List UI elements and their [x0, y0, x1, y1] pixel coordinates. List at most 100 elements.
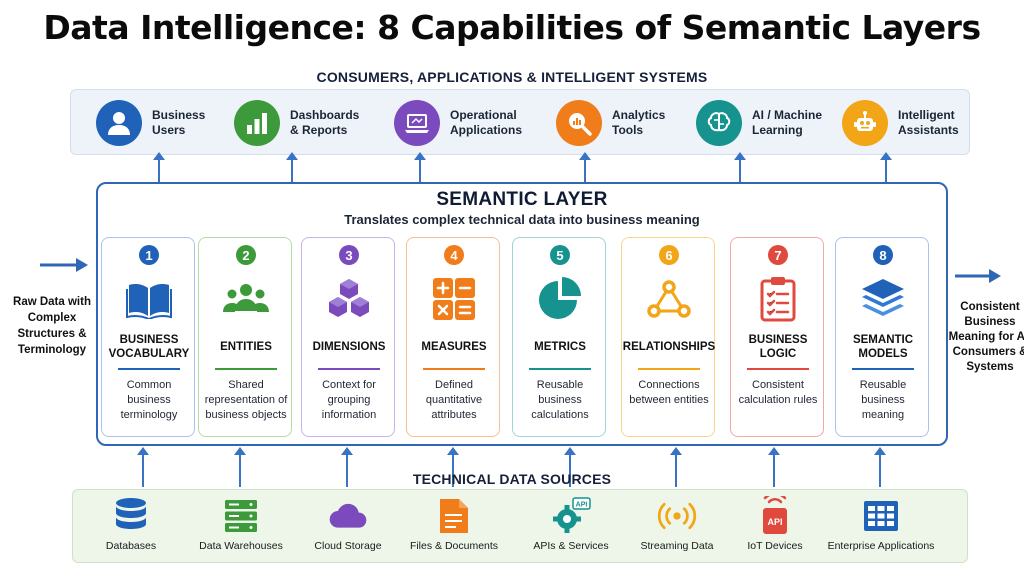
consumers-panel: [70, 89, 970, 155]
laptop-icon: [394, 100, 440, 146]
sources-heading: TECHNICAL DATA SOURCES: [412, 471, 612, 487]
consumer-ai-ml: AI / Machine Learning: [696, 97, 832, 149]
source-label: Streaming Data: [640, 540, 714, 552]
bar-chart-icon: [234, 100, 280, 146]
capability-description: Connections between entities: [629, 379, 709, 406]
iot-device-icon: API: [755, 496, 795, 536]
capability-description: Reusable business meaning: [859, 379, 907, 421]
arrow-up: [879, 152, 893, 182]
arrow-up: [285, 152, 299, 182]
capability-name: SEMANTIC MODELS: [852, 334, 914, 360]
source-label: APIs & Services: [533, 540, 609, 552]
capability-entities: 2 ENTITIES Shared representation of busi…: [198, 237, 292, 437]
arrow-up: [136, 447, 150, 487]
capability-name: BUSINESS VOCABULARY: [108, 334, 190, 360]
signal-icon: [657, 496, 697, 536]
source-label: Databases: [105, 540, 157, 552]
capability-dimensions: 3 DIMENSIONS Context for grouping inform…: [301, 237, 395, 437]
pie-chart-icon: [535, 274, 585, 324]
open-book-icon: [124, 274, 174, 324]
cloud-icon: [328, 496, 368, 536]
user-icon: [96, 100, 142, 146]
consumer-analytics-tools: Analytics Tools: [556, 97, 692, 149]
database-icon: [111, 496, 151, 536]
consumer-operational-apps: Operational Applications: [394, 97, 530, 149]
arrow-up: [233, 447, 247, 487]
capability-semantic-models: 8 SEMANTIC MODELS Reusable business mean…: [835, 237, 929, 437]
capability-number: 2: [236, 245, 256, 265]
source-label: Files & Documents: [409, 540, 499, 552]
arrow-up: [767, 447, 781, 487]
source-streaming-data: Streaming Data: [622, 496, 732, 552]
layers-icon: [858, 274, 908, 324]
arrow-up: [873, 447, 887, 487]
people-group-icon: [221, 274, 271, 324]
arrow-up: [578, 152, 592, 182]
divider: [747, 368, 809, 370]
source-databases: Databases: [76, 496, 186, 552]
capability-relationships: 6 RELATIONSHIPS Connections between enti…: [621, 237, 715, 437]
capability-name: METRICS: [534, 341, 586, 353]
calculator-icon: [429, 274, 479, 324]
grid-app-icon: [861, 496, 901, 536]
source-cloud-storage: Cloud Storage: [293, 496, 403, 552]
output-label: Consistent Business Meaning for All Cons…: [948, 301, 1024, 373]
capability-name: MEASURES: [421, 341, 487, 353]
source-label: IoT Devices: [747, 540, 803, 552]
consumer-label: Operational Applications: [450, 108, 523, 137]
capability-description: Reusable business calculations: [531, 379, 589, 421]
arrow-up: [669, 447, 683, 487]
capability-measures: 4 MEASURES Defined quantitative attribut…: [406, 237, 500, 437]
capability-number: 5: [550, 245, 570, 265]
iot-badge: API: [767, 517, 782, 527]
consumer-label: Business Users: [152, 108, 206, 137]
robot-icon: [842, 100, 888, 146]
capability-number: 3: [339, 245, 359, 265]
consumer-label: Analytics Tools: [612, 108, 666, 137]
consumer-intelligent-assistants: Intelligent Assistants: [842, 97, 978, 149]
clipboard-icon: [753, 274, 803, 324]
capability-business-logic: 7 BUSINESS LOGIC Consistent calculation …: [730, 237, 824, 437]
document-icon: [434, 496, 474, 536]
source-iot-devices: API IoT Devices: [720, 496, 830, 552]
source-apis-services: API APIs & Services: [516, 496, 626, 552]
network-icon: [644, 274, 694, 324]
capability-description: Common business terminology: [120, 379, 178, 421]
arrow-up: [563, 447, 577, 487]
source-files-documents: Files & Documents: [399, 496, 509, 552]
capability-metrics: 5 METRICS Reusable business calculations: [512, 237, 606, 437]
page-title: Data Intelligence: 8 Capabilities of Sem…: [43, 8, 981, 47]
arrow-up: [413, 152, 427, 182]
input-arrow: [40, 258, 88, 272]
capability-number: 1: [139, 245, 159, 265]
capability-description: Context for grouping information: [321, 379, 377, 421]
capability-name: BUSINESS LOGIC: [748, 334, 808, 360]
capability-name: RELATIONSHIPS: [622, 341, 716, 353]
api-badge: API: [576, 502, 588, 509]
output-arrow: [955, 269, 1001, 283]
source-label: Data Warehouses: [199, 540, 283, 552]
capability-description: Consistent calculation rules: [738, 379, 818, 406]
semantic-layer-title: SEMANTIC LAYER: [436, 189, 608, 210]
arrow-up: [340, 447, 354, 487]
source-label: Enterprise Applications: [827, 540, 935, 552]
capability-name: DIMENSIONS: [312, 341, 386, 353]
server-icon: [221, 496, 261, 536]
capability-name: ENTITIES: [220, 341, 272, 353]
capability-description: Defined quantitative attributes: [425, 379, 483, 421]
arrow-up: [152, 152, 166, 182]
api-gear-icon: API: [551, 496, 591, 536]
source-enterprise-applications: Enterprise Applications: [826, 496, 936, 552]
raw-data-label: Raw Data with Complex Structures & Termi…: [13, 296, 91, 356]
magnifier-chart-icon: [556, 100, 602, 146]
divider: [118, 368, 180, 370]
capability-business-vocabulary: 1 BUSINESS VOCABULARY Common business te…: [101, 237, 195, 437]
arrow-up: [733, 152, 747, 182]
consumer-business-users: Business Users: [96, 97, 232, 149]
source-label: Cloud Storage: [314, 540, 382, 552]
capability-number: 4: [444, 245, 464, 265]
divider: [215, 368, 277, 370]
divider: [638, 368, 700, 370]
cubes-icon: [324, 274, 374, 324]
divider: [852, 368, 914, 370]
